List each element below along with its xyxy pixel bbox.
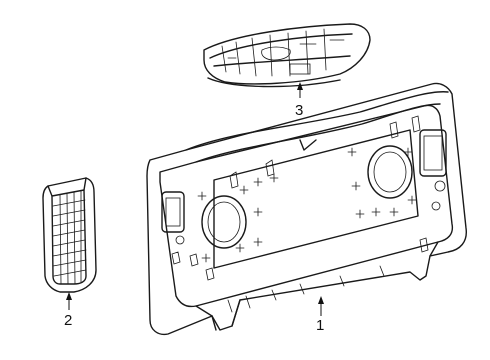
callout-3-label: 3 (295, 102, 303, 119)
callout-1-label: 1 (316, 317, 324, 334)
part-3-console-lamp (203, 23, 371, 88)
callout-1: 1 (316, 296, 324, 334)
callout-2: 2 (64, 292, 72, 329)
callout-2-label: 2 (64, 312, 72, 329)
part-1-overhead-panel (146, 82, 467, 336)
part-2-grille-cover (42, 177, 97, 293)
callout-3: 3 (295, 82, 303, 119)
